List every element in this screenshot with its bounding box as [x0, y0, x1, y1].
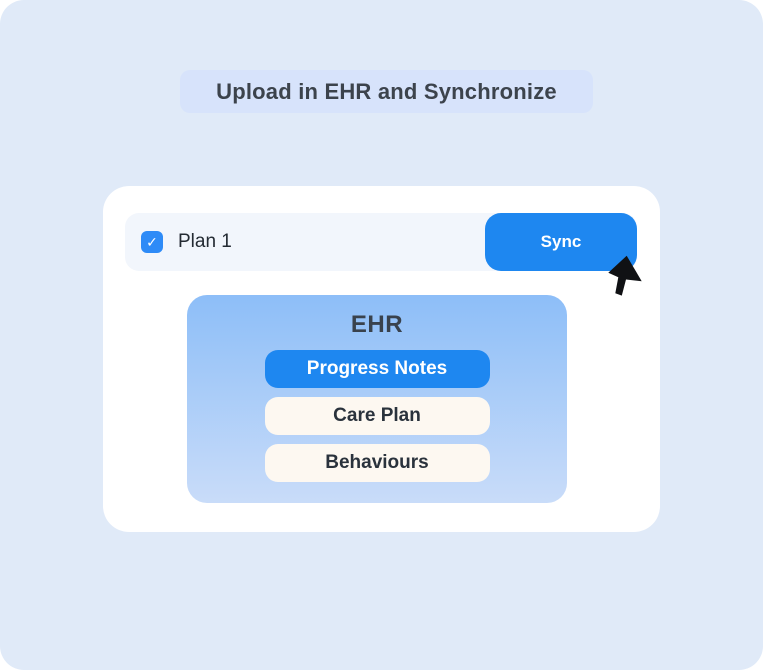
page-title: Upload in EHR and Synchronize — [216, 78, 557, 104]
ehr-panel: EHR Progress Notes Care Plan Behaviours — [187, 295, 567, 503]
ehr-panel-title: EHR — [350, 311, 404, 338]
sync-button[interactable]: Sync — [485, 213, 637, 271]
pill-behaviours[interactable]: Behaviours — [264, 444, 490, 482]
pill-care-plan[interactable]: Care Plan — [264, 397, 490, 435]
checkmark-icon: ✓ — [146, 234, 158, 250]
title-banner: Upload in EHR and Synchronize — [180, 70, 593, 113]
sync-card: ✓ Plan 1 Sync EHR Progress Notes Care Pl… — [103, 186, 660, 532]
pill-progress-notes[interactable]: Progress Notes — [264, 350, 490, 388]
plan-row: ✓ Plan 1 Sync — [125, 213, 637, 271]
plan-checkbox[interactable]: ✓ — [141, 231, 163, 253]
ehr-pill-stack: Progress Notes Care Plan Behaviours — [187, 350, 567, 482]
plan-label: Plan 1 — [178, 231, 232, 252]
